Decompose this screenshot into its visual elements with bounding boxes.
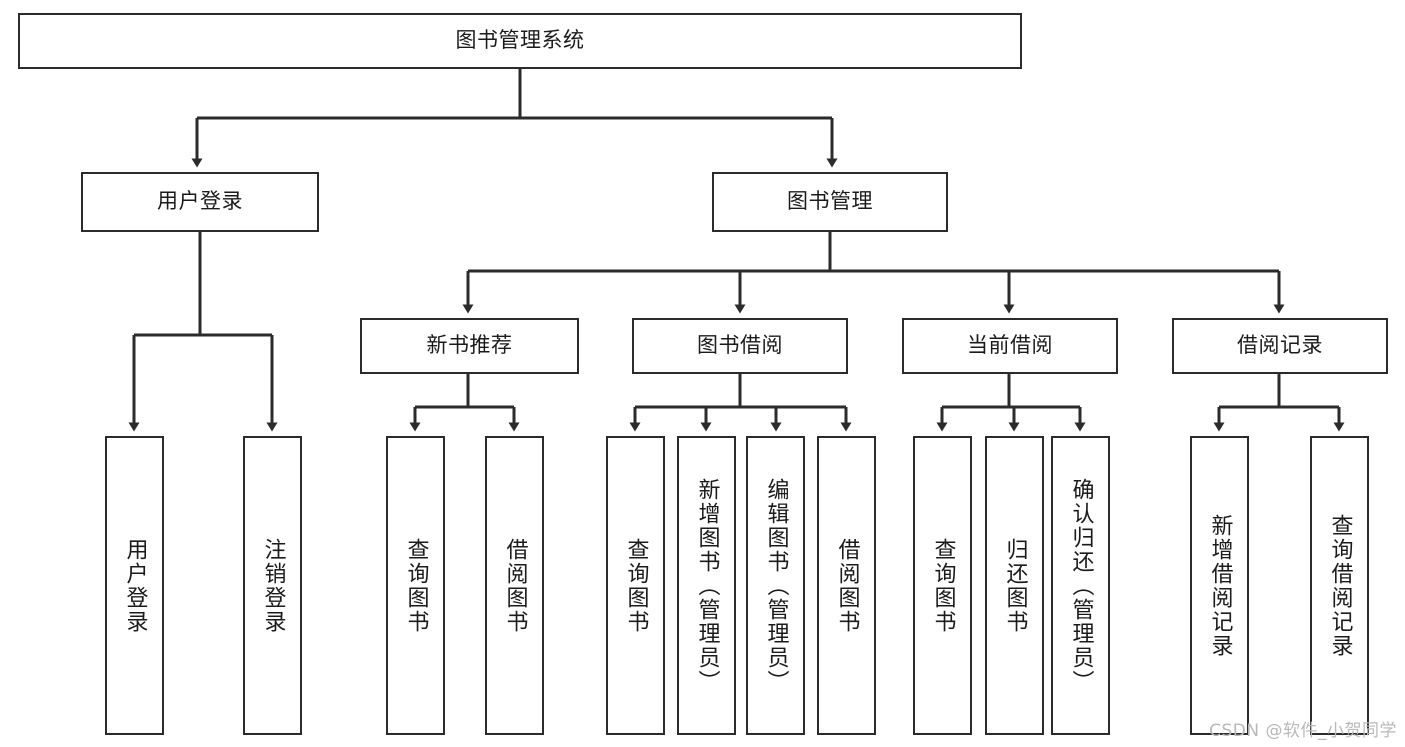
leaf-logout-login[interactable]: 注销登录 bbox=[243, 436, 302, 735]
node-book-management[interactable]: 图书管理 bbox=[712, 172, 948, 232]
node-root-label: 图书管理系统 bbox=[455, 28, 585, 53]
leaf-query-book-current[interactable]: 查询图书 bbox=[913, 436, 972, 735]
leaf-edit-book-admin[interactable]: 编辑图书（管理员） bbox=[746, 436, 805, 735]
leaf-confirm-return-admin[interactable]: 确认归还（管理员） bbox=[1051, 436, 1110, 735]
leaf-label: 查询图书 bbox=[930, 537, 956, 634]
node-borrow-record[interactable]: 借阅记录 bbox=[1172, 318, 1388, 374]
leaf-label: 查询借阅记录 bbox=[1327, 513, 1353, 658]
leaf-label: 查询图书 bbox=[623, 537, 649, 634]
leaf-label: 借阅图书 bbox=[502, 537, 528, 634]
node-book-borrow[interactable]: 图书借阅 bbox=[632, 318, 848, 374]
node-root[interactable]: 图书管理系统 bbox=[18, 13, 1022, 69]
leaf-label: 确认归还（管理员） bbox=[1068, 477, 1094, 694]
node-book-management-label: 图书管理 bbox=[787, 189, 873, 214]
leaf-add-book-admin[interactable]: 新增图书（管理员） bbox=[677, 436, 736, 735]
leaf-label: 借阅图书 bbox=[834, 537, 860, 634]
leaf-label: 用户登录 bbox=[122, 537, 148, 634]
leaf-query-borrow-record[interactable]: 查询借阅记录 bbox=[1310, 436, 1369, 735]
node-user-login[interactable]: 用户登录 bbox=[81, 172, 319, 232]
leaf-label: 新增借阅记录 bbox=[1207, 513, 1233, 658]
node-new-book-recommend[interactable]: 新书推荐 bbox=[360, 318, 579, 374]
node-current-borrow-label: 当前借阅 bbox=[967, 333, 1053, 358]
leaf-add-borrow-record[interactable]: 新增借阅记录 bbox=[1190, 436, 1249, 735]
node-borrow-record-label: 借阅记录 bbox=[1237, 333, 1323, 358]
leaf-borrow-book-rec[interactable]: 借阅图书 bbox=[485, 436, 544, 735]
leaf-query-book-rec[interactable]: 查询图书 bbox=[386, 436, 445, 735]
node-book-borrow-label: 图书借阅 bbox=[697, 333, 783, 358]
leaf-label: 新增图书（管理员） bbox=[694, 477, 720, 694]
node-current-borrow[interactable]: 当前借阅 bbox=[902, 318, 1118, 374]
leaf-borrow-book[interactable]: 借阅图书 bbox=[817, 436, 876, 735]
leaf-label: 查询图书 bbox=[403, 537, 429, 634]
leaf-label: 注销登录 bbox=[260, 537, 286, 634]
node-user-login-label: 用户登录 bbox=[157, 189, 243, 214]
leaf-label: 编辑图书（管理员） bbox=[763, 477, 789, 694]
leaf-label: 归还图书 bbox=[1002, 537, 1028, 634]
leaf-return-book[interactable]: 归还图书 bbox=[985, 436, 1044, 735]
leaf-query-book-borrow[interactable]: 查询图书 bbox=[606, 436, 665, 735]
leaf-user-login[interactable]: 用户登录 bbox=[105, 436, 164, 735]
csdn-watermark: CSDN @软件_小贺同学 bbox=[1209, 721, 1397, 741]
node-new-book-recommend-label: 新书推荐 bbox=[426, 333, 513, 358]
